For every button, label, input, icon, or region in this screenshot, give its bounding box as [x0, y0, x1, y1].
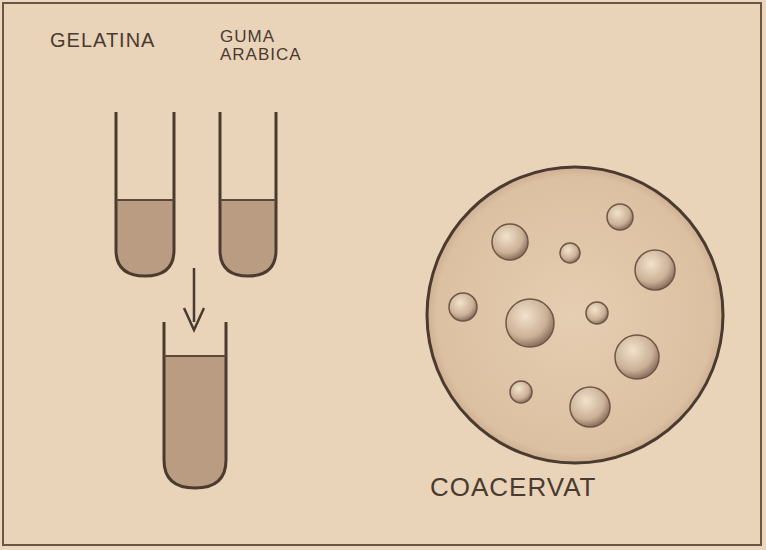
- tube-label: GELATINA: [50, 30, 155, 51]
- droplet: [560, 243, 580, 263]
- droplet: [506, 299, 554, 347]
- test-tube: [116, 112, 174, 276]
- microscope-field: [427, 167, 723, 463]
- droplet: [615, 335, 659, 379]
- arrow: [184, 268, 204, 330]
- droplet: [635, 250, 675, 290]
- test-tube: [164, 322, 226, 488]
- figure-label: COACERVAT: [430, 474, 596, 501]
- droplet: [607, 204, 633, 230]
- frame: [3, 3, 761, 545]
- droplet: [586, 302, 608, 324]
- tube-label: GUMA ARABICA: [220, 28, 316, 64]
- droplet: [449, 293, 477, 321]
- droplet: [492, 224, 528, 260]
- test-tube: [220, 112, 276, 276]
- droplet: [510, 381, 532, 403]
- coacervate-droplets: [449, 204, 675, 427]
- droplet: [570, 387, 610, 427]
